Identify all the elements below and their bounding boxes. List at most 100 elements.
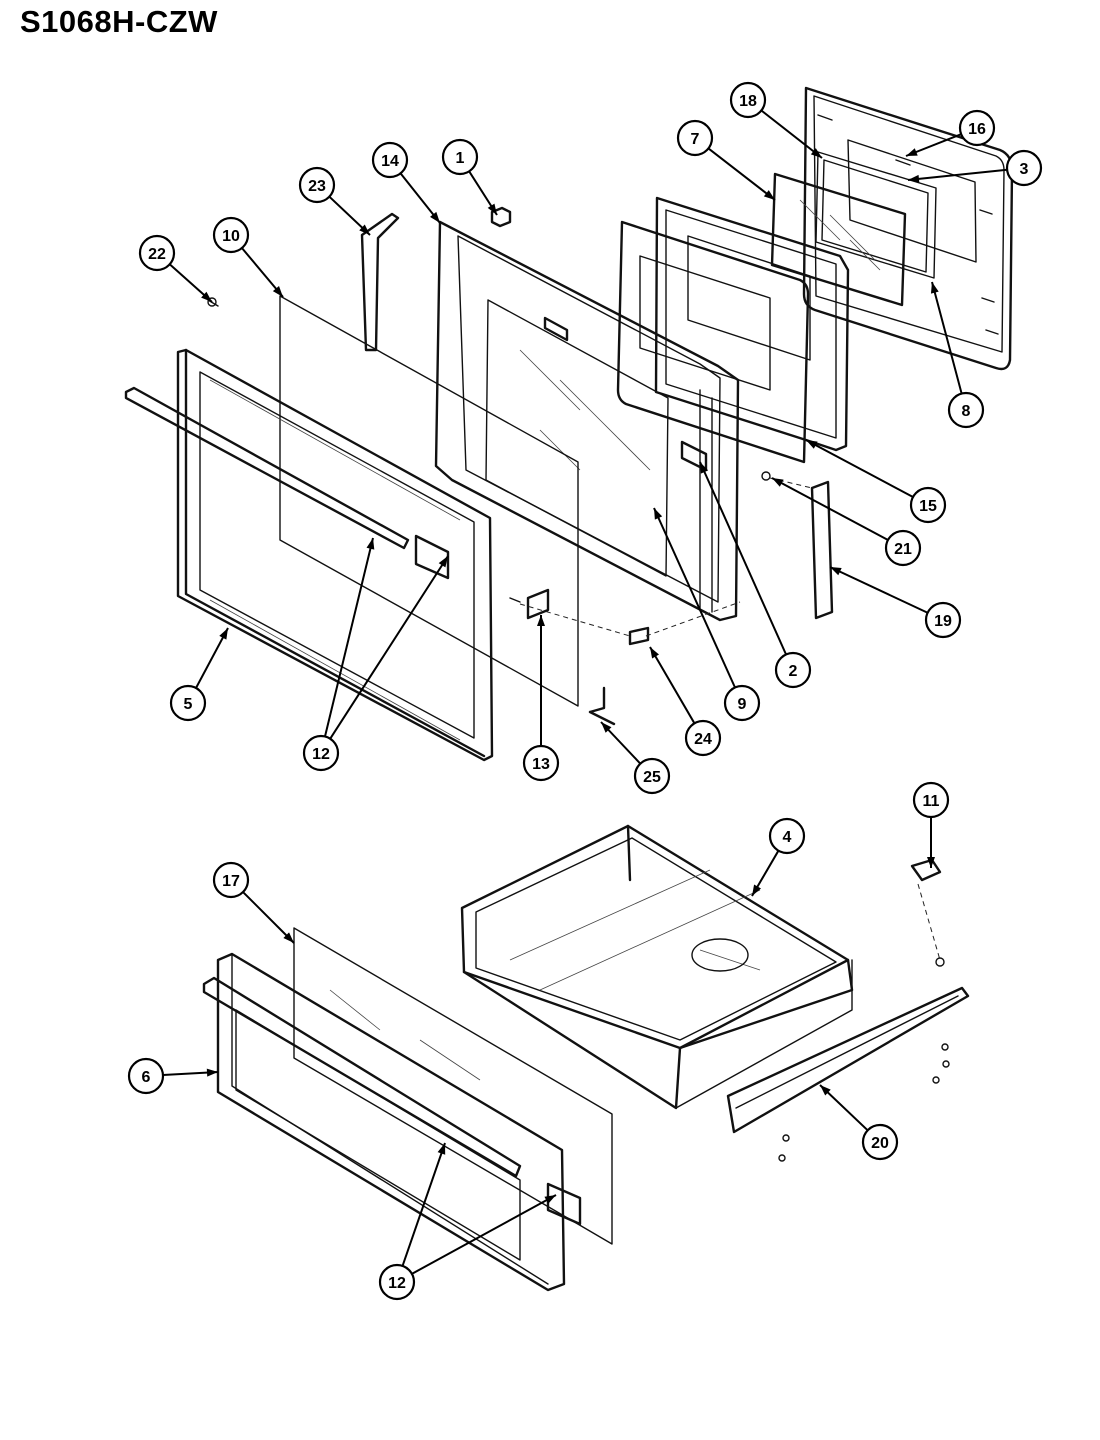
small-hardware xyxy=(207,297,834,726)
callout-circle xyxy=(861,1123,899,1161)
callout-c18: 18 xyxy=(729,81,767,119)
leader-c12a-b xyxy=(329,555,449,740)
callout-c15: 15 xyxy=(909,486,947,524)
callout-label: 12 xyxy=(312,746,330,763)
callout-circle xyxy=(958,109,996,147)
callout-c17: 17 xyxy=(212,861,250,899)
leader-c14-arrowhead xyxy=(430,211,440,223)
leader-c3 xyxy=(907,168,1008,181)
leader-c8-arrowhead xyxy=(930,282,939,294)
leader-c6-arrowhead xyxy=(206,1068,218,1077)
door-frame xyxy=(434,220,740,622)
leader-c12b-arrowhead xyxy=(437,1143,446,1155)
callout-c5: 5 xyxy=(169,684,207,722)
door-liner xyxy=(654,196,850,452)
callout-label: 10 xyxy=(222,228,240,245)
callout-label: 11 xyxy=(923,793,940,810)
callout-circle xyxy=(298,166,336,204)
callout-label: 2 xyxy=(789,663,798,680)
leader-c2 xyxy=(699,461,787,655)
leader-c4-arrowhead xyxy=(752,884,761,896)
drawer-rail xyxy=(726,986,970,1134)
roller-clip xyxy=(778,858,950,1162)
callout-circle xyxy=(302,734,340,772)
callout-label: 6 xyxy=(142,1069,151,1086)
callout-label: 23 xyxy=(308,178,326,195)
diagram-title: S1068H-CZW xyxy=(20,4,218,39)
callout-c22: 22 xyxy=(138,234,176,272)
leader-c24-arrowhead xyxy=(650,647,659,659)
callout-circle xyxy=(169,684,207,722)
callout-c11: 11 xyxy=(912,781,950,819)
leader-c12a xyxy=(324,537,374,737)
callout-label: 18 xyxy=(739,93,757,110)
callout-label: 4 xyxy=(783,829,792,846)
inner-door-panel xyxy=(616,220,810,464)
callout-label: 1 xyxy=(456,150,465,167)
callout-label: 20 xyxy=(871,1135,889,1152)
drawer-front-panel xyxy=(293,927,613,1245)
callout-circle xyxy=(441,138,479,176)
callout-c3: 3 xyxy=(1005,149,1043,187)
leader-c23-arrowhead xyxy=(359,224,370,235)
callout-label: 14 xyxy=(381,153,399,170)
leader-c9-arrowhead xyxy=(654,508,663,520)
callout-label: 12 xyxy=(388,1275,406,1292)
callout-label: 7 xyxy=(691,131,700,148)
leader-c10-arrowhead xyxy=(272,286,283,297)
leader-c1-arrowhead xyxy=(487,203,497,215)
drawer-front xyxy=(216,952,566,1292)
callout-circle xyxy=(522,744,560,782)
drawer-handle xyxy=(202,976,582,1226)
callout-c21: 21 xyxy=(884,529,922,567)
leader-c12b xyxy=(401,1142,446,1267)
callout-c13: 13 xyxy=(522,744,560,782)
leader-c15-arrowhead xyxy=(806,440,818,449)
leader-c16-arrowhead xyxy=(906,148,918,156)
callout-label: 13 xyxy=(532,756,550,773)
leader-c12a-b-arrowhead xyxy=(438,556,448,568)
leader-c8 xyxy=(931,281,963,394)
callout-circle xyxy=(371,141,409,179)
callout-label: 19 xyxy=(934,613,952,630)
leader-c18 xyxy=(760,109,823,159)
leader-c17 xyxy=(242,891,295,944)
callout-c1: 1 xyxy=(441,138,479,176)
leader-c21-arrowhead xyxy=(772,478,784,487)
leader-c2-arrowhead xyxy=(700,462,709,474)
leader-c7-arrowhead xyxy=(763,190,775,200)
callout-label: 16 xyxy=(968,121,986,138)
leader-c12a-arrowhead xyxy=(366,538,375,550)
callout-bubbles: 1234567891011121213141516171819202122232… xyxy=(127,81,1043,1301)
callout-circle xyxy=(1005,149,1043,187)
callout-c2: 2 xyxy=(774,651,812,689)
callout-c6: 6 xyxy=(127,1057,165,1095)
callout-label: 24 xyxy=(694,731,712,748)
leader-c13-arrowhead xyxy=(537,615,545,626)
callout-c4: 4 xyxy=(768,817,806,855)
callout-c23: 23 xyxy=(298,166,336,204)
callout-circle xyxy=(768,817,806,855)
callout-circle xyxy=(212,861,250,899)
leader-c22-arrowhead xyxy=(201,291,212,302)
callout-circle xyxy=(684,719,722,757)
callout-c19: 19 xyxy=(924,601,962,639)
leader-c19 xyxy=(829,566,929,614)
leader-c9 xyxy=(653,507,736,688)
leader-c25-arrowhead xyxy=(601,722,612,733)
leader-c12b-b xyxy=(411,1194,557,1275)
callout-circle xyxy=(774,651,812,689)
leader-c20-arrowhead xyxy=(820,1085,831,1096)
callout-c10: 10 xyxy=(212,216,250,254)
callout-circle xyxy=(909,486,947,524)
callout-circle xyxy=(127,1057,165,1095)
callout-circle xyxy=(729,81,767,119)
callout-circle xyxy=(378,1263,416,1301)
drawer-box xyxy=(460,824,854,1110)
callout-circle xyxy=(884,529,922,567)
hinge-arm xyxy=(360,212,400,352)
leader-c12b-b-arrowhead xyxy=(544,1195,556,1204)
leader-c24 xyxy=(649,646,696,724)
callout-c8: 8 xyxy=(947,391,985,429)
callout-c14: 14 xyxy=(371,141,409,179)
